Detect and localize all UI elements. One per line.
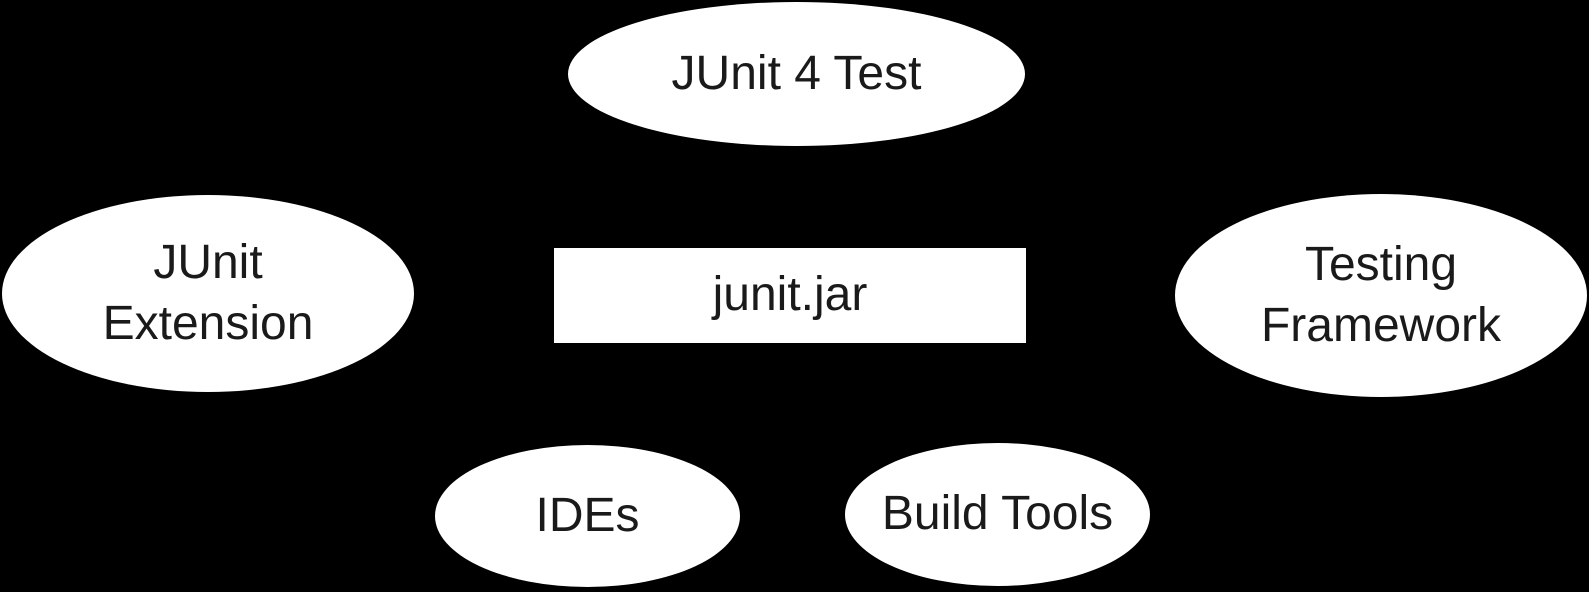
node-ides-label: IDEs (535, 488, 640, 542)
node-build-tools: Build Tools (845, 443, 1150, 586)
node-junit-jar-label: junit.jar (712, 268, 868, 322)
node-testing-framework-label-line-1: Testing (1304, 238, 1458, 292)
node-ides: IDEs (435, 445, 740, 587)
node-testing-framework: Testing Framework (1175, 194, 1587, 397)
node-junit-extension-label-line-2: Extension (102, 296, 314, 350)
node-junit-4-test-label: JUnit 4 Test (671, 46, 922, 100)
node-junit-extension-label-line-1: JUnit (153, 236, 263, 290)
node-build-tools-label: Build Tools (881, 487, 1114, 541)
node-testing-framework-label-line-2: Framework (1260, 298, 1502, 352)
node-junit-jar: junit.jar (554, 248, 1026, 343)
node-junit-4-test: JUnit 4 Test (568, 2, 1025, 146)
node-junit-extension: JUnit Extension (2, 195, 414, 392)
